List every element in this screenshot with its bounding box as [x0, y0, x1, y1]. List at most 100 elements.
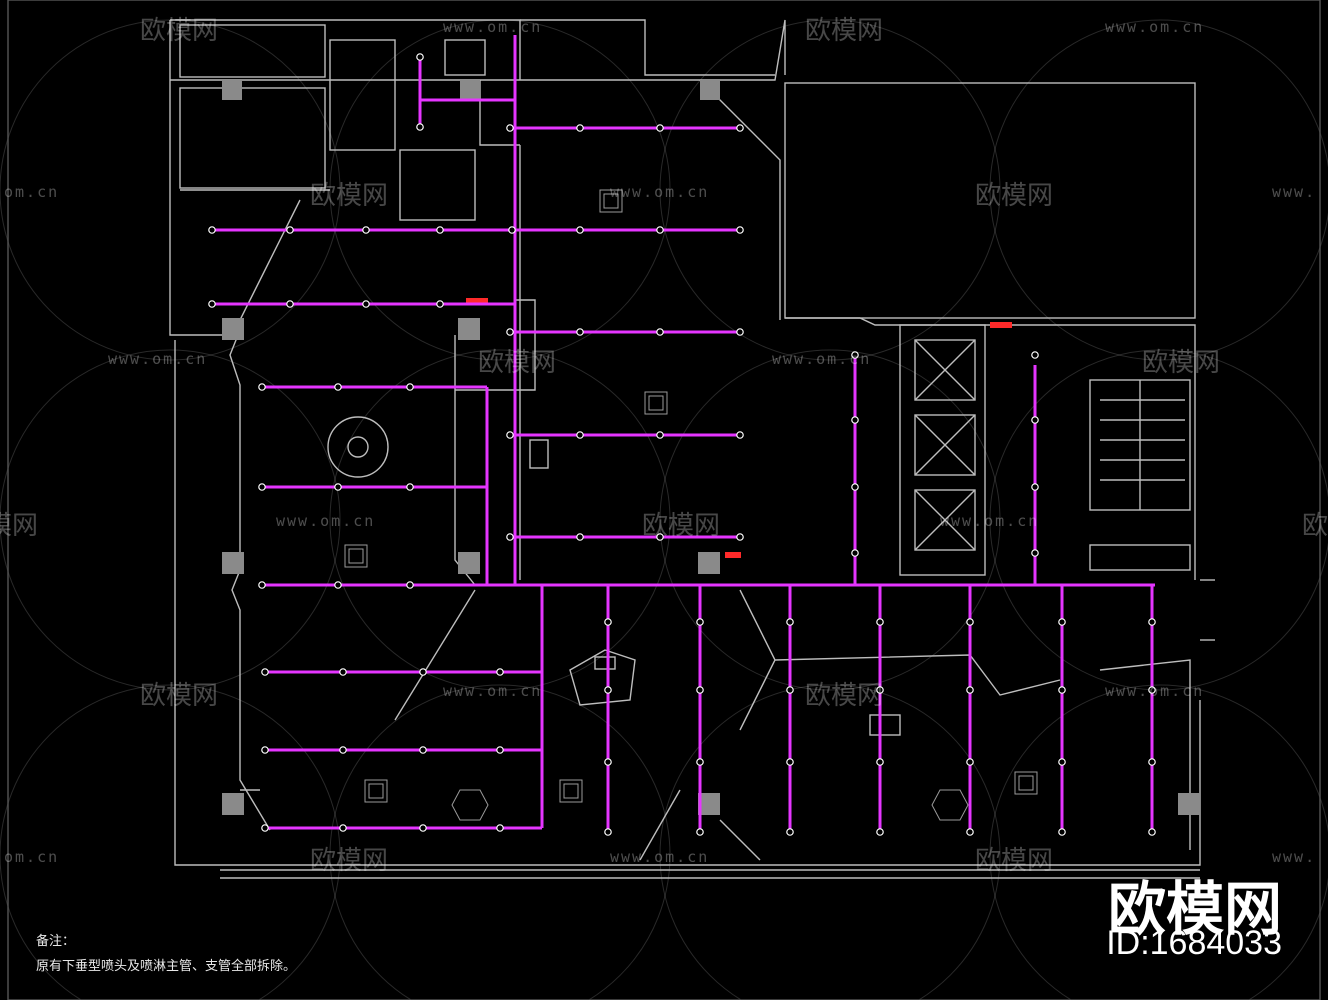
sprinkler-head: [419, 824, 427, 832]
sprinkler-head: [258, 383, 266, 391]
watermark-logo: 欧模网: [1142, 348, 1221, 378]
sprinkler-head: [1148, 828, 1156, 836]
ceiling-diffusers: [344, 189, 1038, 821]
sprinkler-head: [656, 533, 664, 541]
watermark-logo: 欧模网: [642, 511, 721, 541]
watermark-url: www.om.cn: [610, 848, 710, 866]
sprinkler-head: [1058, 618, 1066, 626]
sprinkler-head: [286, 226, 294, 234]
sprinkler-head: [876, 686, 884, 694]
sprinkler-head: [506, 431, 514, 439]
sprinkler-head: [1058, 828, 1066, 836]
sprinkler-head: [416, 123, 424, 131]
sprinkler-head: [1148, 686, 1156, 694]
structural-columns: [222, 80, 1200, 815]
watermark-logo: 欧模网: [975, 846, 1054, 876]
watermark-url: www.: [1272, 183, 1317, 201]
sprinkler-head: [786, 758, 794, 766]
sprinkler-head: [436, 226, 444, 234]
brand-name: 欧模网: [1107, 875, 1282, 943]
sprinkler-head: [1031, 483, 1039, 491]
watermark-logo: 欧模网: [478, 348, 557, 378]
sprinkler-head: [696, 686, 704, 694]
watermark-logo: 欧模网: [805, 16, 884, 46]
sprinkler-head: [656, 328, 664, 336]
sprinkler-head: [261, 746, 269, 754]
sprinkler-head: [506, 124, 514, 132]
watermark-url: www.om.cn: [276, 512, 376, 530]
watermark-url: om.cn: [4, 848, 60, 866]
sprinkler-head: [656, 431, 664, 439]
sprinkler-head: [604, 618, 612, 626]
sprinkler-head: [604, 828, 612, 836]
sprinkler-head: [876, 828, 884, 836]
sprinkler-head: [406, 581, 414, 589]
watermark-url: www.om.cn: [1105, 682, 1205, 700]
sprinkler-head: [1031, 416, 1039, 424]
sprinkler-head: [334, 383, 342, 391]
sprinkler-head: [1148, 758, 1156, 766]
sprinkler-head: [258, 483, 266, 491]
watermark-logo: 欧模网: [310, 181, 389, 211]
watermark-logo: 欧模网: [310, 846, 389, 876]
watermark-url: om.cn: [4, 183, 60, 201]
sprinkler-head: [786, 828, 794, 836]
sprinkler-head: [876, 618, 884, 626]
sprinkler-head: [208, 226, 216, 234]
sprinkler-head: [334, 483, 342, 491]
sprinkler-head: [406, 483, 414, 491]
sprinkler-head: [1058, 686, 1066, 694]
watermark-url: www.om.cn: [443, 682, 543, 700]
sprinkler-head: [416, 53, 424, 61]
sprinkler-head: [496, 668, 504, 676]
sprinkler-head: [339, 824, 347, 832]
sprinkler-head: [1058, 758, 1066, 766]
sprinkler-head: [208, 300, 216, 308]
sprinkler-head: [966, 828, 974, 836]
sprinkler-head: [696, 828, 704, 836]
sprinkler-head: [876, 758, 884, 766]
sprinkler-head: [362, 300, 370, 308]
sprinkler-head: [736, 533, 744, 541]
sprinkler-head: [339, 668, 347, 676]
sprinkler-head: [736, 124, 744, 132]
sprinkler-head: [576, 533, 584, 541]
sprinkler-head: [508, 226, 516, 234]
notes-line: 原有下垂型喷头及喷淋主管、支管全部拆除。: [36, 959, 297, 974]
sprinkler-head: [736, 431, 744, 439]
sprinkler-head: [436, 300, 444, 308]
watermark-url: www.om.cn: [1105, 18, 1205, 36]
sprinkler-head: [496, 824, 504, 832]
sprinkler-heads: [208, 53, 1156, 836]
sprinkler-head: [736, 226, 744, 234]
watermark-logo: 欧模网: [140, 681, 219, 711]
sprinkler-head: [362, 226, 370, 234]
watermark-logo: 欧模网: [805, 681, 884, 711]
sprinkler-head: [786, 686, 794, 694]
sprinkler-head: [1031, 351, 1039, 359]
sprinkler-head: [966, 758, 974, 766]
sprinkler-head: [506, 328, 514, 336]
brand-id: ID:1684033: [1106, 924, 1282, 962]
watermark-logo: 欧模网: [0, 511, 39, 541]
sprinkler-head: [339, 746, 347, 754]
sprinkler-head: [506, 533, 514, 541]
sprinkler-head: [576, 124, 584, 132]
sprinkler-head: [851, 416, 859, 424]
watermark-url: www.om.cn: [772, 350, 872, 368]
sprinkler-head: [1031, 549, 1039, 557]
watermark-circles: [0, 19, 1328, 1000]
sprinkler-head: [258, 581, 266, 589]
watermark-logo: 欧模网: [1302, 511, 1328, 541]
sprinkler-head: [851, 483, 859, 491]
sprinkler-head: [736, 328, 744, 336]
sprinkler-head: [786, 618, 794, 626]
sprinkler-head: [696, 758, 704, 766]
sprinkler-head: [576, 328, 584, 336]
sprinkler-head: [1148, 618, 1156, 626]
sprinkler-head: [419, 746, 427, 754]
sprinkler-head: [966, 686, 974, 694]
watermark-url: www.om.cn: [940, 512, 1040, 530]
sprinkler-head: [656, 226, 664, 234]
